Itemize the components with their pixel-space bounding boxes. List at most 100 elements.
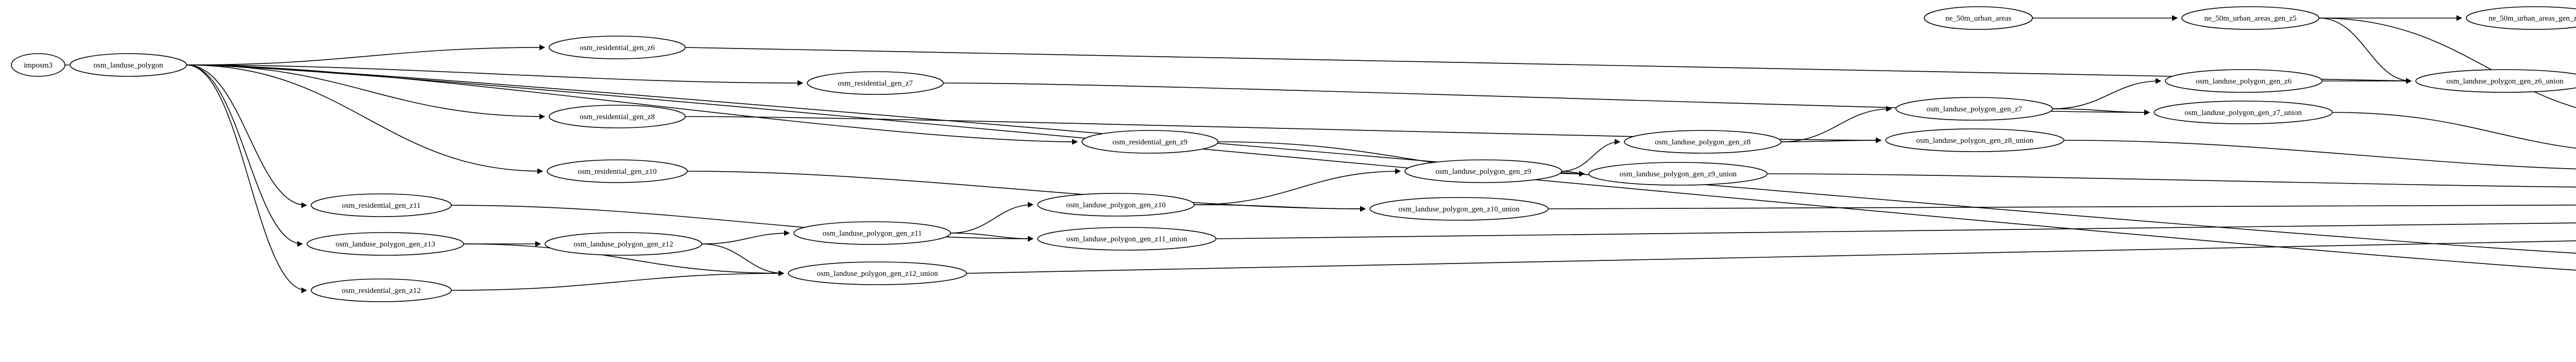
node-osm_landuse_polygon_gen_z10_union[interactable]: osm_landuse_polygon_gen_z10_union [1369,197,1549,221]
node-shape [1588,162,1768,186]
edge-ne_50m_urban_areas_gen_z5-to-layer_landuse-z5 [2318,18,2576,108]
node-imposm3[interactable]: imposm3 [11,53,65,77]
node-osm_residential_gen_z9[interactable]: osm_residential_gen_z9 [1081,130,1218,154]
edge-osm_residential_gen_z10-to-osm_landuse_polygon_gen_z10_union [687,171,1366,212]
node-osm_landuse_polygon_gen_z10[interactable]: osm_landuse_polygon_gen_z10 [1037,193,1195,217]
node-osm_residential_gen_z12[interactable]: osm_residential_gen_z12 [311,278,452,302]
node-shape [788,261,967,285]
edge-osm_residential_gen_z6-to-osm_landuse_polygon_gen_z6_union [685,47,2412,84]
node-shape [2165,69,2323,93]
node-osm_landuse_polygon_gen_z8[interactable]: osm_landuse_polygon_gen_z8 [1624,130,1782,154]
node-label: osm_landuse_polygon_gen_z7_union [2184,109,2302,117]
node-shape [545,232,702,256]
node-label: osm_landuse_polygon_gen_z13 [335,240,435,249]
node-label: osm_landuse_polygon_gen_z6_union [2446,77,2564,86]
node-label: osm_landuse_polygon_gen_z12 [573,240,673,249]
edge-osm_landuse_polygon_gen_z12-to-osm_landuse_polygon_gen_z12_union [701,243,785,276]
node-label: osm_landuse_polygon_gen_z9 [1435,168,1531,176]
node-shape [1924,6,2033,30]
node-label: osm_landuse_polygon_gen_z8_union [1916,137,2033,145]
node-label: osm_residential_gen_z9 [1112,138,1188,146]
edge-osm_landuse_polygon-to-osm_residential_gen_z12 [186,64,308,293]
node-label: osm_residential_gen_z10 [578,168,656,176]
node-label: osm_residential_gen_z12 [342,287,420,295]
node-shape [2181,6,2319,30]
node-shape [307,232,464,256]
node-label: ne_50m_urban_areas [1945,14,2011,23]
node-label: osm_landuse_polygon_gen_z12_union [817,270,938,278]
node-osm_landuse_polygon_gen_z12_union[interactable]: osm_landuse_polygon_gen_z12_union [788,261,967,285]
edge-osm_landuse_polygon-to-osm_residential_gen_z9 [186,64,1078,145]
node-osm_landuse_polygon_gen_z8_union[interactable]: osm_landuse_polygon_gen_z8_union [1885,128,2064,152]
edge-osm_landuse_polygon-to-layer_landuse-z14- [186,64,2576,271]
edge-osm_landuse_polygon_gen_z7_union-to-layer_landuse-z7 [2332,112,2576,149]
node-shape [547,159,688,183]
node-shape [1081,130,1218,154]
edge-osm_residential_gen_z12-to-osm_landuse_polygon_gen_z12_union [451,270,785,291]
node-label: imposm3 [24,61,53,70]
node-osm_landuse_polygon_gen_z7[interactable]: osm_landuse_polygon_gen_z7 [1895,97,2053,121]
node-osm_landuse_polygon_gen_z11_union[interactable]: osm_landuse_polygon_gen_z11_union [1037,227,1216,251]
node-label: osm_landuse_polygon_gen_z8 [1655,138,1751,146]
node-shape [807,71,944,95]
node-shape [1895,97,2053,121]
edge-ne_50m_urban_areas_gen_z5-to-osm_landuse_polygon_gen_z6_union [2318,18,2412,84]
node-ne_50m_urban_areas_gen_z4[interactable]: ne_50m_urban_areas_gen_z4 [2466,6,2576,30]
node-shape [1037,193,1195,217]
node-osm_landuse_polygon_gen_z9[interactable]: osm_landuse_polygon_gen_z9 [1404,159,1562,183]
node-osm_residential_gen_z6[interactable]: osm_residential_gen_z6 [549,36,686,59]
edge-osm_landuse_polygon_gen_z11-to-osm_landuse_polygon_gen_z10 [950,202,1034,234]
edge-osm_landuse_polygon_gen_z13-to-osm_landuse_polygon_gen_z12_union [463,243,785,276]
node-shape [70,53,187,77]
edge-osm_landuse_polygon_gen_z12-to-osm_landuse_polygon_gen_z11 [701,230,790,244]
node-shape [11,53,65,77]
node-shape [549,105,686,128]
edge-osm_landuse_polygon_gen_z10-to-osm_landuse_polygon_gen_z9 [1194,168,1401,205]
node-osm_residential_gen_z7[interactable]: osm_residential_gen_z7 [807,71,944,95]
edge-osm_landuse_polygon-to-osm_residential_gen_z6 [186,44,546,65]
node-osm_landuse_polygon_gen_z9_union[interactable]: osm_landuse_polygon_gen_z9_union [1588,162,1768,186]
node-label: osm_landuse_polygon_gen_z10 [1066,201,1165,209]
node-shape [793,221,951,245]
edge-osm_landuse_polygon_gen_z12_union-to-layer_landuse-z12 [966,239,2576,274]
node-shape [2466,6,2576,30]
node-osm_landuse_polygon_gen_z13[interactable]: osm_landuse_polygon_gen_z13 [307,232,464,256]
node-shape [1624,130,1782,154]
node-shape [1404,159,1562,183]
node-osm_landuse_polygon_gen_z11[interactable]: osm_landuse_polygon_gen_z11 [793,221,951,245]
edge-osm_landuse_polygon_gen_z8-to-osm_landuse_polygon_gen_z7 [1781,106,1892,142]
node-shape [1369,197,1549,221]
node-osm_residential_gen_z8[interactable]: osm_residential_gen_z8 [549,105,686,128]
edge-osm_landuse_polygon_gen_z10_union-to-layer_landuse-z10 [1548,204,2576,209]
edge-osm_landuse_polygon_gen_z11_union-to-layer_landuse-z11 [1215,222,2576,239]
node-osm_residential_gen_z10[interactable]: osm_residential_gen_z10 [547,159,688,183]
node-osm_landuse_polygon_gen_z6_union[interactable]: osm_landuse_polygon_gen_z6_union [2415,69,2576,93]
node-ne_50m_urban_areas[interactable]: ne_50m_urban_areas [1924,6,2033,30]
node-shape [549,36,686,59]
node-label: osm_residential_gen_z8 [580,113,655,121]
edge-osm_landuse_polygon_gen_z8_union-to-layer_landuse-z8 [2063,140,2576,170]
node-label: osm_residential_gen_z7 [838,79,913,88]
edge-osm_landuse_polygon-to-osm_residential_gen_z8 [186,64,546,120]
node-osm_landuse_polygon_gen_z7_union[interactable]: osm_landuse_polygon_gen_z7_union [2154,101,2333,124]
node-osm_residential_gen_z11[interactable]: osm_residential_gen_z11 [311,193,452,217]
edge-osm_landuse_polygon-to-osm_residential_gen_z10 [186,64,544,174]
node-shape [2154,101,2333,124]
edge-osm_landuse_polygon-to-osm_residential_gen_z11 [186,64,308,208]
node-label: osm_landuse_polygon_gen_z6 [2196,77,2292,86]
node-ne_50m_urban_areas_gen_z5[interactable]: ne_50m_urban_areas_gen_z5 [2181,6,2319,30]
node-shape [2415,69,2576,93]
edge-osm_landuse_polygon-to-osm_residential_gen_z7 [186,64,804,86]
node-label: ne_50m_urban_areas_gen_z5 [2204,14,2296,23]
node-shape [1037,227,1216,251]
node-label: osm_landuse_polygon_gen_z7 [1926,105,2022,113]
edge-osm_landuse_polygon_gen_z9_union-to-layer_landuse-z9 [1767,173,2576,188]
node-label: osm_residential_gen_z6 [580,44,655,52]
node-osm_landuse_polygon[interactable]: osm_landuse_polygon [70,53,187,77]
node-osm_landuse_polygon_gen_z12[interactable]: osm_landuse_polygon_gen_z12 [545,232,702,256]
node-label: osm_landuse_polygon_gen_z11_union [1066,235,1188,243]
node-osm_landuse_polygon_gen_z6[interactable]: osm_landuse_polygon_gen_z6 [2165,69,2323,93]
edge-osm_landuse_polygon_gen_z7-to-osm_landuse_polygon_gen_z6 [2052,78,2162,109]
node-shape [311,278,452,302]
